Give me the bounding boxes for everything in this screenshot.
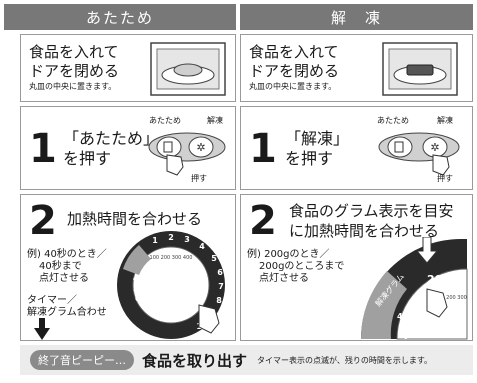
dial-r-inner-grams: 100 200 300 bbox=[435, 295, 467, 301]
footer-main: 食品を取り出す bbox=[142, 351, 248, 370]
warm-button-label-right: あたため bbox=[377, 116, 409, 125]
microwave-plate-illustration bbox=[150, 42, 226, 96]
step2-right-title2: に加熱時間を合わせる bbox=[289, 222, 440, 240]
defrost-button-label: 解凍 bbox=[207, 116, 223, 125]
step1-right-press-label: 押す bbox=[437, 174, 453, 183]
dial-r-inner-20: 20 bbox=[401, 322, 413, 331]
timer-dial-icon[interactable]: 1 2 3 4 5 6 7 8 9 10 40 20 0 100 200 300… bbox=[113, 229, 233, 339]
step0-right-note: 丸皿の中央に置きます。 bbox=[249, 82, 337, 91]
step2-right-title1: 食品のグラム表示を目安 bbox=[289, 202, 454, 220]
svg-text:✲: ✲ bbox=[430, 141, 439, 154]
footer-bar: 終了音ピーピー… 食品を取り出す タイマー表示の点滅が、残りの時間を示します。 bbox=[20, 345, 473, 375]
down-arrow-icon bbox=[34, 328, 50, 340]
step2-right-number: 2 bbox=[249, 198, 277, 244]
step2-right-ex3: 点灯させる bbox=[259, 273, 309, 284]
warm-button-label: あたため bbox=[149, 116, 181, 125]
dial-number-3: 3 bbox=[184, 235, 190, 244]
dial-number-5: 5 bbox=[211, 254, 217, 263]
step1-left-press-label: 押す bbox=[191, 174, 207, 183]
step2-left-title: 加熱時間を合わせる bbox=[67, 210, 203, 228]
step2-left-ex2: 40秒まで bbox=[39, 261, 82, 272]
step2-left-ex1: 例) 40秒のとき／ bbox=[27, 249, 107, 260]
footer-note: タイマー表示の点滅が、残りの時間を示します。 bbox=[257, 355, 433, 365]
dial-inner-40: 40 bbox=[133, 274, 145, 283]
down-arrow-stem bbox=[39, 318, 45, 328]
step0-left-line2: ドアを閉める bbox=[29, 62, 120, 80]
dial-r-inner-0: 0 bbox=[403, 332, 409, 341]
step0-right-line2: ドアを閉める bbox=[249, 62, 340, 80]
defrost-button-icon[interactable]: ✲ bbox=[375, 127, 465, 177]
step2-right-ex2: 200gのところまで bbox=[259, 261, 345, 272]
step0-left-panel: 食品を入れて ドアを閉める 丸皿の中央に置きます。 bbox=[20, 34, 236, 102]
step1-left-panel: 1 「あたため」 を押す あたため 解凍 ✲ 押す bbox=[20, 106, 236, 190]
defrost-button-label-right: 解凍 bbox=[437, 116, 453, 125]
dial-number-4: 4 bbox=[199, 242, 205, 251]
dial-number-6: 6 bbox=[217, 268, 223, 277]
step2-left-ex4: タイマー／ bbox=[27, 295, 77, 306]
step1-right-number: 1 bbox=[249, 126, 277, 172]
svg-text:✲: ✲ bbox=[196, 141, 205, 154]
step2-right-ex1: 例) 200gのとき／ bbox=[247, 249, 330, 260]
dial-g-label: 200g bbox=[427, 273, 458, 286]
step0-right-panel: 食品を入れて ドアを閉める 丸皿の中央に置きます。 bbox=[240, 34, 473, 102]
step2-right-panel: 2 食品のグラム表示を目安 に加熱時間を合わせる 例) 200gのとき／ 200… bbox=[240, 194, 473, 341]
dial-number-7: 7 bbox=[218, 282, 224, 291]
warm-button-icon[interactable]: ✲ bbox=[147, 127, 231, 177]
step1-right-panel: 1 「解凍」 を押す あたため 解凍 ✲ 押す bbox=[240, 106, 473, 190]
step2-left-number: 2 bbox=[29, 198, 57, 244]
dial-inner-20: 20 bbox=[133, 284, 145, 293]
step0-left-line1: 食品を入れて bbox=[29, 43, 119, 61]
step1-left-line2: を押す bbox=[63, 149, 112, 168]
step1-right-line2: を押す bbox=[285, 149, 334, 168]
end-beep-pill: 終了音ピーピー… bbox=[30, 350, 134, 370]
step2-left-ex3: 点灯させる bbox=[39, 273, 89, 284]
defrost-dial-icon[interactable]: 解凍グラム 200g 40 20 0 100 200 300 bbox=[357, 237, 471, 341]
dial-number-2: 2 bbox=[168, 233, 174, 242]
dial-r-inner-40: 40 bbox=[397, 312, 409, 321]
step0-left-note: 丸皿の中央に置きます。 bbox=[29, 82, 117, 91]
step0-right-line1: 食品を入れて bbox=[249, 43, 339, 61]
step2-left-panel: 2 加熱時間を合わせる 例) 40秒のとき／ 40秒まで 点灯させる タイマー／… bbox=[20, 194, 236, 341]
header-defrost: 解 凍 bbox=[240, 4, 473, 30]
dial-number-1: 1 bbox=[152, 236, 158, 245]
header-warm: あたため bbox=[4, 4, 236, 30]
microwave-frozen-food-illustration bbox=[382, 42, 458, 96]
step2-left-ex5: 解凍グラム合わせ bbox=[27, 307, 107, 318]
dial-inner-0: 0 bbox=[135, 294, 141, 303]
dial-number-8: 8 bbox=[216, 296, 222, 305]
dial-inner-grams: 100 200 300 400 bbox=[150, 255, 193, 261]
step1-right-line1: 「解凍」 bbox=[285, 129, 350, 148]
step1-left-number: 1 bbox=[29, 126, 57, 172]
step1-left-line1: 「あたため」 bbox=[63, 129, 160, 148]
